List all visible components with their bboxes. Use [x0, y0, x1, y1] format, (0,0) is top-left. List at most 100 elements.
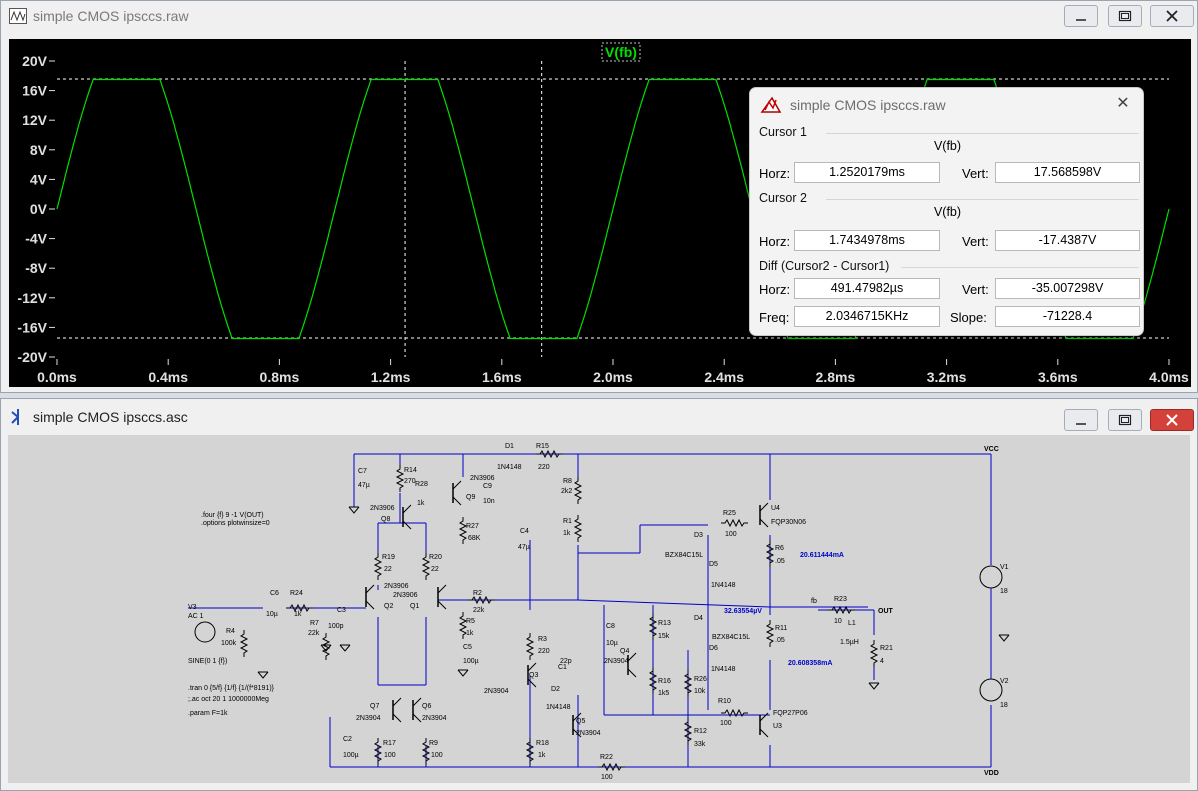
- trace-vfb[interactable]: [56, 78, 1170, 340]
- label-c7-val: 47µ: [358, 482, 370, 489]
- label-r3-val: 220: [538, 648, 550, 655]
- label-q6: Q6: [422, 703, 431, 710]
- y-tick-label: -12V: [17, 290, 47, 306]
- close-button[interactable]: [1150, 409, 1194, 431]
- label-d3: D3: [694, 532, 703, 539]
- label-r1: R1: [563, 518, 572, 525]
- directive-four[interactable]: .four {f} 9 -1 V(OUT): [201, 512, 264, 519]
- diff-horz-label: Horz:: [759, 282, 791, 297]
- source-sine[interactable]: SINE(0 1 {f}): [188, 658, 227, 665]
- cursor1-group: Cursor 1 V(fb): [756, 125, 1139, 187]
- cursor1-horz-label: Horz:: [759, 166, 791, 181]
- label-r7: R7: [310, 620, 319, 627]
- maximize-button[interactable]: [1108, 409, 1142, 431]
- label-d1-model: 1N4148: [497, 464, 522, 471]
- label-r13: R13: [658, 620, 671, 627]
- label-c9-val: 10n: [483, 498, 495, 505]
- diff-freq-field[interactable]: 2.0346715KHz: [794, 306, 940, 327]
- label-v3-ac: AC 1: [188, 613, 204, 620]
- schematic-window-title: simple CMOS ipsccs.asc: [33, 409, 188, 425]
- label-r19-val: 22: [384, 566, 392, 573]
- diff-slope-field[interactable]: -71228.4: [995, 306, 1140, 327]
- cursor2-horz-field[interactable]: 1.7434978ms: [794, 230, 940, 251]
- waveform-chart[interactable]: V(fb) 20V16V12V8V4V0V-4V-8V-12V-16V-20V …: [9, 39, 1191, 387]
- label-r9-val: 100: [431, 752, 443, 759]
- y-tick-label: -20V: [17, 349, 47, 365]
- label-r13-val: 15k: [658, 633, 670, 640]
- label-q1: Q1: [410, 603, 419, 610]
- label-vdd: VDD: [984, 770, 999, 777]
- annotation-i-lower[interactable]: 20.608358mA: [788, 660, 832, 667]
- label-r22-val: 100: [601, 774, 613, 781]
- label-c4-val: 47µ: [518, 544, 530, 551]
- label-r3: R3: [538, 636, 547, 643]
- cursor1-vert-field[interactable]: 17.568598V: [995, 162, 1140, 183]
- cursor-dialog: simple CMOS ipsccs.raw ✕ Cursor 1 V(fb) …: [749, 87, 1144, 336]
- schematic-drawing[interactable]: .four {f} 9 -1 V(OUT) .options plotwinsi…: [8, 435, 1190, 783]
- label-r28-val: 1k: [417, 500, 425, 507]
- label-vcc: VCC: [984, 446, 999, 453]
- y-tick-label: -16V: [17, 319, 47, 335]
- label-r23-val: 10: [834, 618, 842, 625]
- x-tick-label: 3.2ms: [927, 369, 967, 385]
- cursor1-horz-field[interactable]: 1.2520179ms: [794, 162, 940, 183]
- minimize-button[interactable]: [1064, 409, 1098, 431]
- label-r11: R11: [775, 625, 787, 632]
- x-tick-label: 0.4ms: [148, 369, 188, 385]
- x-tick-label: 0.8ms: [260, 369, 300, 385]
- label-q2: Q2: [384, 603, 393, 610]
- x-tick-label: 1.2ms: [371, 369, 411, 385]
- label-r18-val: 1k: [538, 752, 546, 759]
- label-r17-val: 100: [384, 752, 396, 759]
- label-fb: fb: [811, 598, 817, 605]
- label-r22: R22: [600, 754, 613, 761]
- label-d2: D2: [551, 686, 560, 693]
- schematic-titlebar[interactable]: simple CMOS ipsccs.asc: [1, 399, 1197, 435]
- label-r21: R21: [880, 645, 893, 652]
- directive-param[interactable]: .param F=1k: [188, 710, 228, 717]
- label-r8: R8: [563, 478, 572, 485]
- label-q8-model: 2N3906: [370, 505, 395, 512]
- directive-ac[interactable]: ;.ac oct 20 1 1000000Meg: [188, 696, 269, 703]
- label-c3-val: 100p: [328, 623, 344, 630]
- annotation-i-upper[interactable]: 20.611444mA: [800, 552, 844, 559]
- minimize-button[interactable]: [1064, 5, 1098, 27]
- divider: [826, 133, 1139, 134]
- label-c2: C2: [343, 736, 352, 743]
- label-c6-val: 10µ: [266, 611, 278, 618]
- annotation-v-mid[interactable]: 32.63554µV: [724, 608, 762, 615]
- label-r5-val: 1k: [466, 630, 474, 637]
- label-r20: R20: [429, 554, 442, 561]
- x-tick-label: 4.0ms: [1149, 369, 1189, 385]
- x-tick-label: 2.0ms: [593, 369, 633, 385]
- label-v2: V2: [1000, 678, 1009, 685]
- cursor-dialog-titlebar[interactable]: simple CMOS ipsccs.raw: [750, 88, 1143, 122]
- label-c8-val: 10µ: [606, 640, 618, 647]
- waveform-titlebar[interactable]: simple CMOS ipsccs.raw: [1, 1, 1197, 31]
- label-r23: R23: [834, 596, 847, 603]
- maximize-button[interactable]: [1108, 5, 1142, 27]
- label-q5: Q5: [576, 718, 585, 725]
- wires: [188, 453, 992, 768]
- label-d4: D4: [694, 615, 703, 622]
- trace-label[interactable]: V(fb): [605, 44, 637, 60]
- label-r1-val: 1k: [563, 530, 571, 537]
- label-c2-val: 100µ: [343, 752, 359, 759]
- close-button[interactable]: [1150, 5, 1194, 27]
- schematic-canvas[interactable]: .four {f} 9 -1 V(OUT) .options plotwinsi…: [8, 435, 1190, 783]
- label-r10: R10: [718, 698, 731, 705]
- y-tick-label: 4V: [30, 171, 48, 187]
- x-tick-label: 2.8ms: [816, 369, 856, 385]
- directive-options[interactable]: .options plotwinsize=0: [201, 520, 270, 527]
- label-d4-model: BZX84C15L: [712, 634, 750, 641]
- directive-tran[interactable]: .tran 0 {5/f} {1/f} {1/(f*8191)}: [188, 685, 275, 692]
- label-q7-model: 2N3904: [356, 715, 381, 722]
- cursor2-vert-field[interactable]: -17.4387V: [995, 230, 1140, 251]
- label-r27: R27: [466, 523, 479, 530]
- dialog-close-icon[interactable]: ✕: [1116, 95, 1130, 112]
- label-r6: R6: [775, 545, 784, 552]
- label-c4: C4: [520, 528, 529, 535]
- label-q8: Q8: [381, 516, 390, 523]
- diff-horz-field[interactable]: 491.47982µs: [794, 278, 940, 299]
- diff-vert-field[interactable]: -35.007298V: [995, 278, 1140, 299]
